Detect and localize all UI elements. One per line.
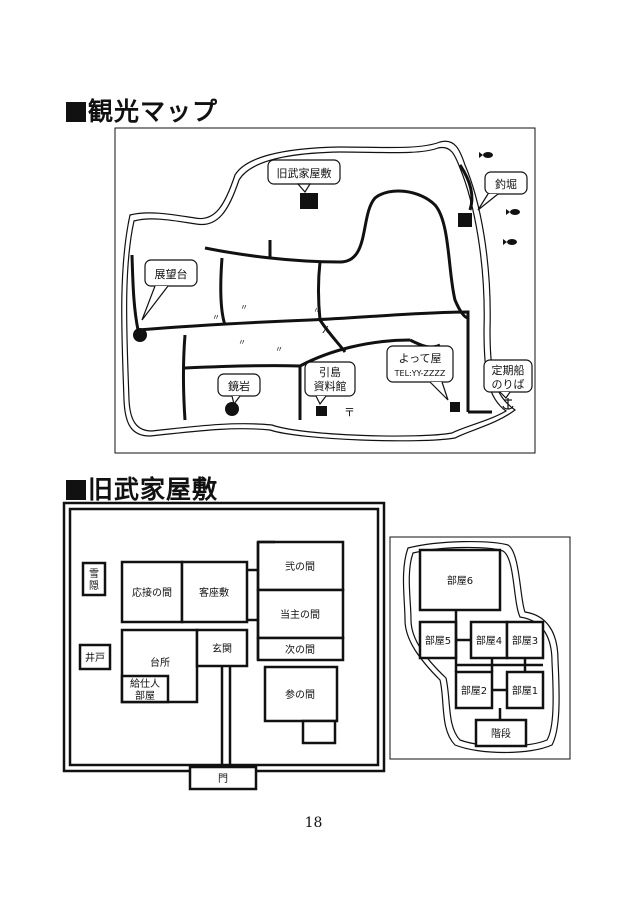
label-third: 参の間 [285, 688, 315, 701]
post-office-mark: 〒 [344, 406, 355, 419]
observatory-marker [133, 328, 147, 342]
svg-text:〃: 〃 [313, 306, 321, 315]
map-section-title: 観光マップ [66, 92, 218, 128]
label-guest: 客座敷 [199, 586, 229, 599]
label-next: 次の間 [285, 643, 315, 656]
callout-kagami-rock: 鏡岩 [217, 373, 261, 406]
kagami-rock-marker [225, 402, 239, 416]
svg-text:TEL:YY-ZZZZ: TEL:YY-ZZZZ [394, 369, 446, 378]
svg-text:〃: 〃 [275, 345, 283, 354]
label-well: 井戸 [85, 651, 105, 664]
callout-observatory: 展望台 [141, 259, 198, 321]
fishing-spot-marker [458, 213, 472, 227]
svg-text:〃: 〃 [212, 313, 220, 322]
label-entrance: 玄関 [212, 642, 232, 655]
label-annex-room6: 部屋6 [447, 574, 473, 587]
svg-text:資料館: 資料館 [314, 379, 347, 393]
label-kitchen: 台所 [150, 656, 170, 669]
anchor-icon [502, 398, 514, 410]
label-servant-1: 給仕人 [130, 677, 160, 690]
title-bullet [66, 102, 86, 122]
label-annex-stairs: 階段 [491, 727, 511, 740]
svg-text:〃: 〃 [240, 303, 248, 312]
label-annex-room5: 部屋5 [425, 634, 451, 647]
callout-shop: よって屋 TEL:YY-ZZZZ [386, 345, 454, 401]
room-servant [120, 674, 170, 704]
page-number: 18 [304, 815, 323, 831]
stair-marks: 〃 〃 〃 〃 〃 [212, 303, 321, 354]
room-guest [180, 560, 249, 624]
svg-text:釣堀: 釣堀 [495, 177, 517, 191]
callout-museum: 引島 資料館 [304, 361, 356, 406]
label-second: 弐の間 [285, 561, 315, 573]
museum-marker [316, 406, 327, 416]
island-coastline [121, 140, 517, 442]
house-section-title: 旧武家屋敷 [66, 470, 218, 506]
shop-marker [450, 402, 460, 412]
label-reception: 応接の間 [132, 586, 172, 599]
label-annex-room4: 部屋4 [476, 634, 502, 647]
callout-fishing-spot: 釣堀 [477, 171, 528, 211]
inner-wall [68, 507, 380, 767]
title-bullet [66, 480, 86, 500]
label-annex-room2: 部屋2 [461, 684, 487, 697]
svg-text:引島: 引島 [319, 365, 341, 379]
map-frame [114, 127, 536, 454]
room-third [263, 665, 339, 723]
svg-text:展望台: 展望台 [155, 267, 188, 281]
samurai-house-marker [300, 193, 318, 209]
room-well [78, 643, 112, 671]
svg-text:旧武家屋敷: 旧武家屋敷 [277, 166, 332, 180]
label-gate: 門 [218, 773, 228, 785]
label-servant-2: 部屋 [135, 689, 155, 702]
x-mark: X [322, 325, 329, 336]
label-storehouse-1: 雪 [89, 568, 99, 580]
label-annex-room1: 部屋1 [512, 684, 538, 697]
annex-frame [389, 536, 571, 760]
room-storehouse [81, 561, 107, 597]
annex-outline [402, 540, 560, 754]
label-storehouse-2: 隠 [89, 580, 99, 592]
annex-room6 [418, 548, 502, 612]
annex-room2 [454, 670, 494, 710]
svg-text:定期船: 定期船 [492, 363, 525, 377]
svg-text:鏡岩: 鏡岩 [228, 379, 250, 393]
svg-text:〃: 〃 [238, 338, 246, 347]
label-master: 当主の間 [280, 608, 320, 621]
svg-text:よって屋: よって屋 [398, 352, 441, 365]
map-roads [130, 164, 492, 421]
fish-icon [479, 152, 520, 245]
label-annex-room3: 部屋3 [512, 634, 538, 647]
callout-ferry: 定期船 のりば [483, 359, 533, 399]
callout-samurai-house: 旧武家屋敷 [267, 159, 341, 194]
room-third-closet [301, 719, 337, 745]
svg-text:のりば: のりば [492, 378, 525, 391]
